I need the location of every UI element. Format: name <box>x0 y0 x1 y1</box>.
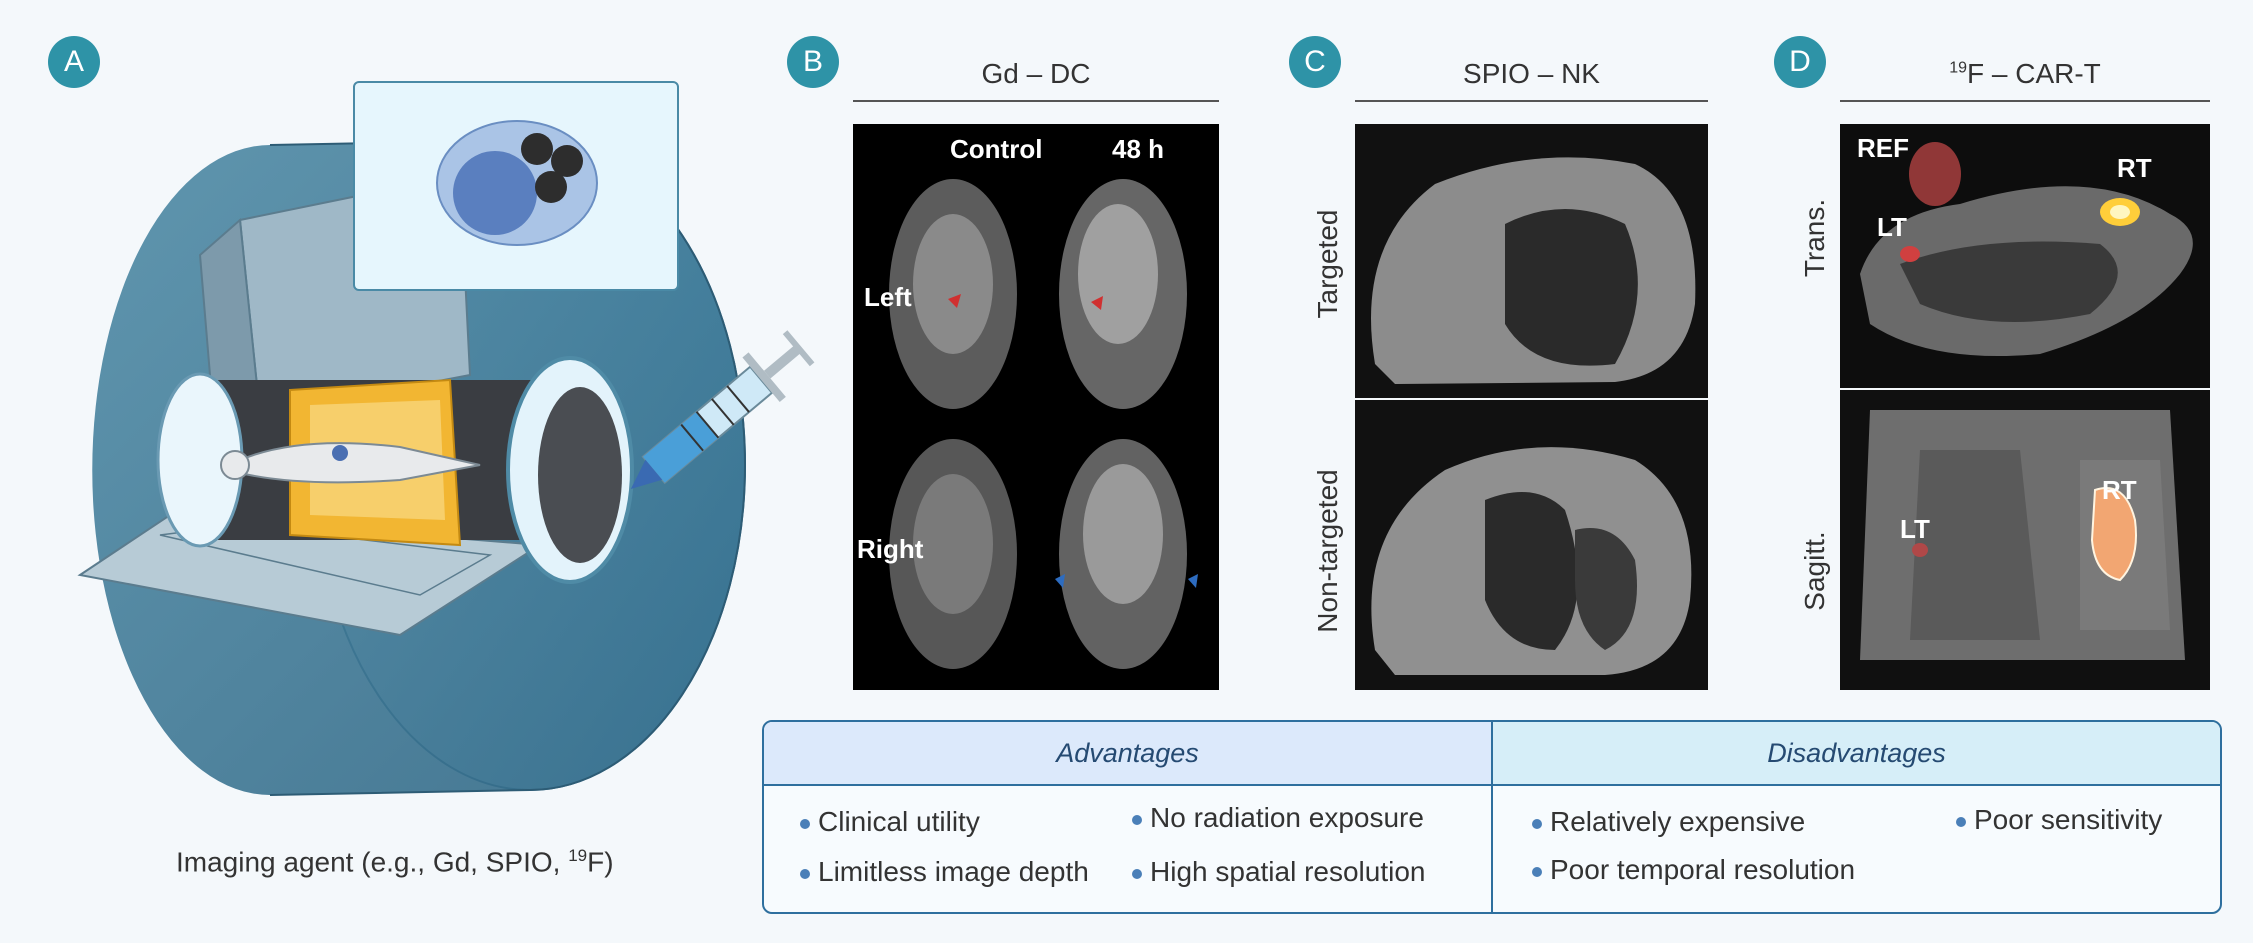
advantage-item: No radiation exposure <box>1132 802 1424 834</box>
car-t-image-sagitt <box>1840 390 2210 690</box>
syringe-icon <box>630 330 815 490</box>
label-left: Left <box>864 282 912 312</box>
label-trans: Trans. <box>1799 198 1830 278</box>
label-non-targeted: Non-targeted <box>1312 469 1343 633</box>
label-sagitt: Sagitt. <box>1799 531 1830 611</box>
panel-letter-a: A <box>48 36 100 88</box>
label-rt-sagitt: RT <box>2102 475 2137 505</box>
cell-inset-box <box>353 81 679 291</box>
panel-b-title: Gd – DC <box>853 58 1219 102</box>
label-rt-trans: RT <box>2117 153 2152 183</box>
disadvantages-header: Disadvantages <box>1493 722 2220 786</box>
car-t-image-trans <box>1840 124 2210 388</box>
pros-cons-table: Advantages Disadvantages Clinical utilit… <box>762 720 2222 914</box>
label-lt-trans: LT <box>1877 212 1907 242</box>
panel-letter-d: D <box>1774 36 1826 88</box>
label-control: Control <box>950 134 1043 164</box>
advantage-item: Clinical utility <box>800 806 980 838</box>
panel-d-title: 19F – CAR-T <box>1840 58 2210 102</box>
disadvantage-item: Poor temporal resolution <box>1532 854 1855 886</box>
advantages-header: Advantages <box>764 722 1493 786</box>
spio-nk-image-nontargeted <box>1355 400 1708 690</box>
advantage-item: Limitless image depth <box>800 856 1089 888</box>
gd-dc-image <box>853 124 1219 690</box>
disadvantage-item: Relatively expensive <box>1532 806 1805 838</box>
panel-a-caption: Imaging agent (e.g., Gd, SPIO, 19F) <box>176 846 614 878</box>
label-ref: REF <box>1857 133 1909 163</box>
label-48h: 48 h <box>1112 134 1165 164</box>
spio-nk-image-targeted <box>1355 124 1708 398</box>
patient <box>239 442 481 484</box>
panel-c-title: SPIO – NK <box>1355 58 1708 102</box>
label-targeted: Targeted <box>1312 209 1343 319</box>
advantage-item: High spatial resolution <box>1132 856 1426 888</box>
disadvantage-item: Poor sensitivity <box>1956 804 2162 836</box>
panel-letter-b: B <box>787 36 839 88</box>
table-divider <box>1491 784 1493 912</box>
label-lt-sagitt: LT <box>1900 514 1930 544</box>
label-right: Right <box>857 534 924 564</box>
panel-letter-c: C <box>1289 36 1341 88</box>
